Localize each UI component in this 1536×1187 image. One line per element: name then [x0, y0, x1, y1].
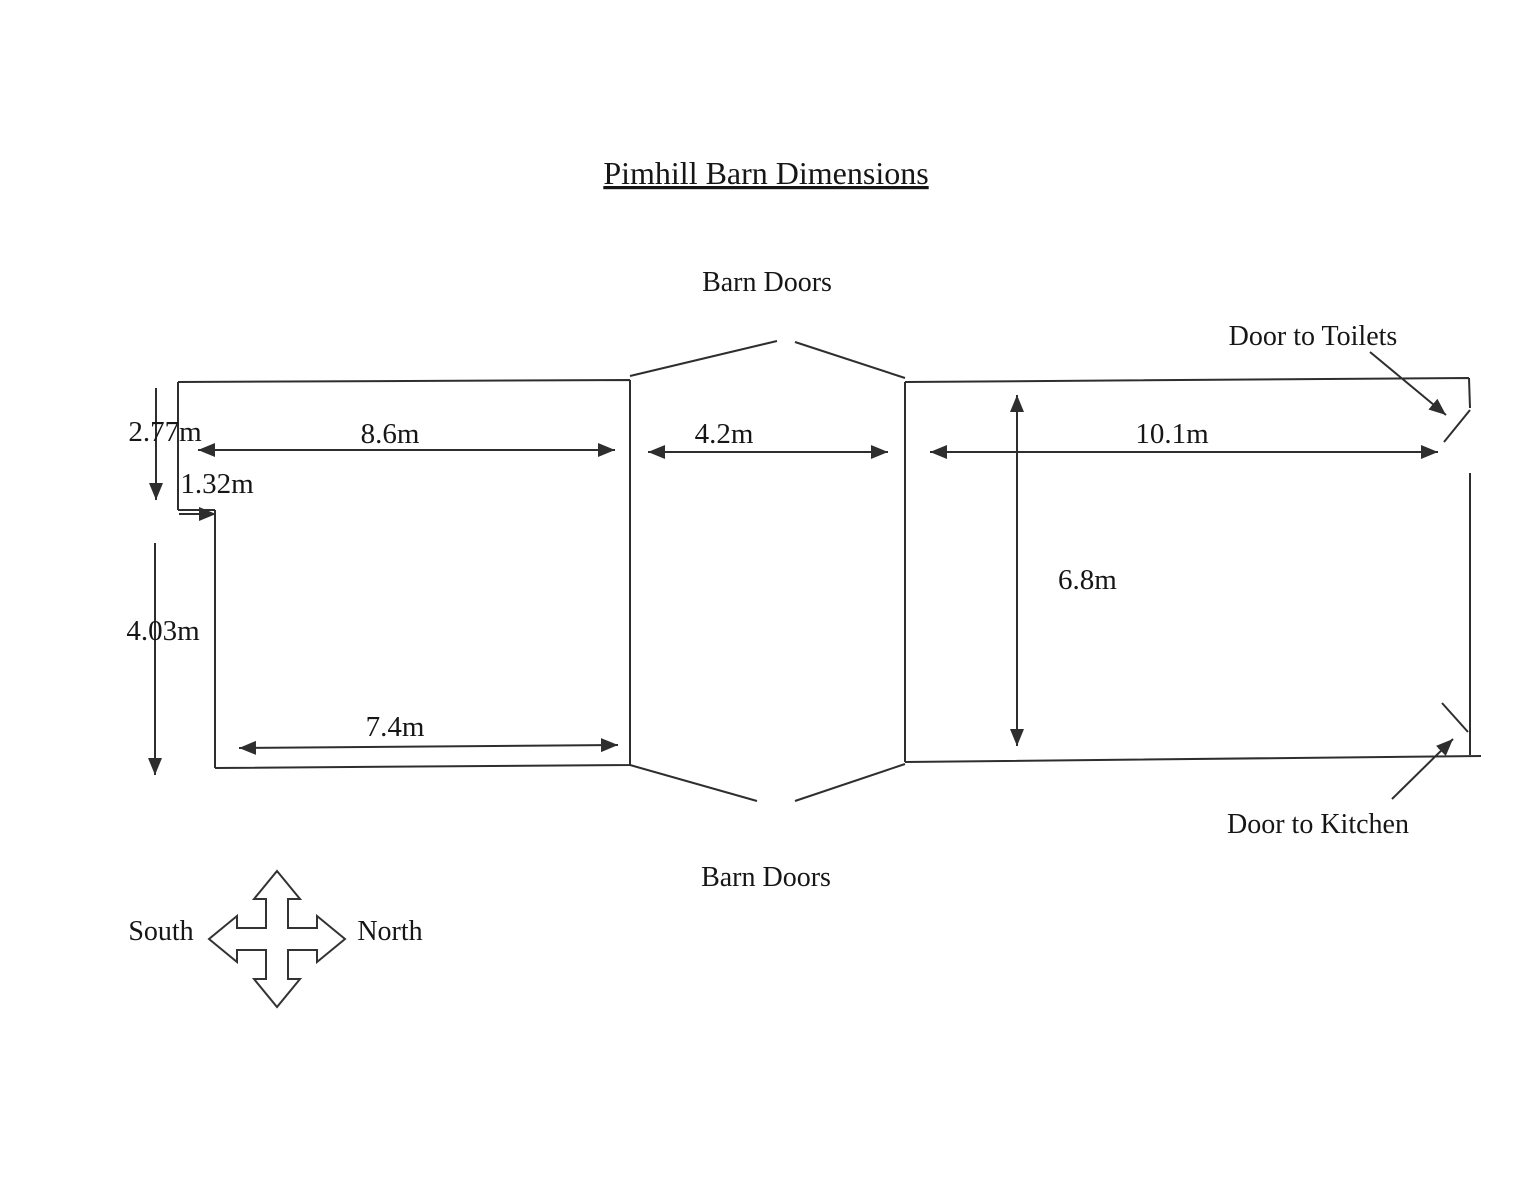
dim-label-6-8m: 6.8m	[1058, 564, 1117, 596]
barn-doors-top-label: Barn Doors	[702, 267, 832, 298]
leader-arrow-toilets	[1369, 351, 1447, 416]
compass-north-label: North	[357, 916, 422, 947]
dim-label-7-4m: 7.4m	[366, 711, 425, 743]
dim-arrow-7-4m	[238, 738, 619, 755]
dim-label-4-03m: 4.03m	[126, 615, 200, 647]
compass-rose-icon	[207, 869, 347, 1009]
dim-label-10-1m: 10.1m	[1135, 418, 1209, 450]
left-room-walls	[177, 379, 631, 769]
dim-label-8-6m: 8.6m	[361, 418, 420, 450]
toilet-door-leaf	[1443, 409, 1471, 443]
page-title: Pimhill Barn Dimensions	[603, 155, 928, 191]
barn-doors-bottom-label: Barn Doors	[701, 862, 831, 893]
barn-doors-bottom-lines	[629, 763, 906, 802]
leader-arrow-kitchen	[1391, 738, 1454, 800]
door-to-toilets-label: Door to Toilets	[1229, 321, 1398, 352]
dim-label-4-2m: 4.2m	[695, 418, 754, 450]
compass-south-label: South	[128, 916, 193, 947]
door-to-kitchen-label: Door to Kitchen	[1227, 809, 1409, 840]
kitchen-door-leaf	[1441, 702, 1469, 733]
dim-label-2-77m: 2.77m	[128, 416, 202, 448]
dim-label-1-32m: 1.32m	[180, 468, 254, 500]
right-room-walls	[904, 377, 1482, 763]
barn-doors-top-lines	[629, 340, 906, 379]
